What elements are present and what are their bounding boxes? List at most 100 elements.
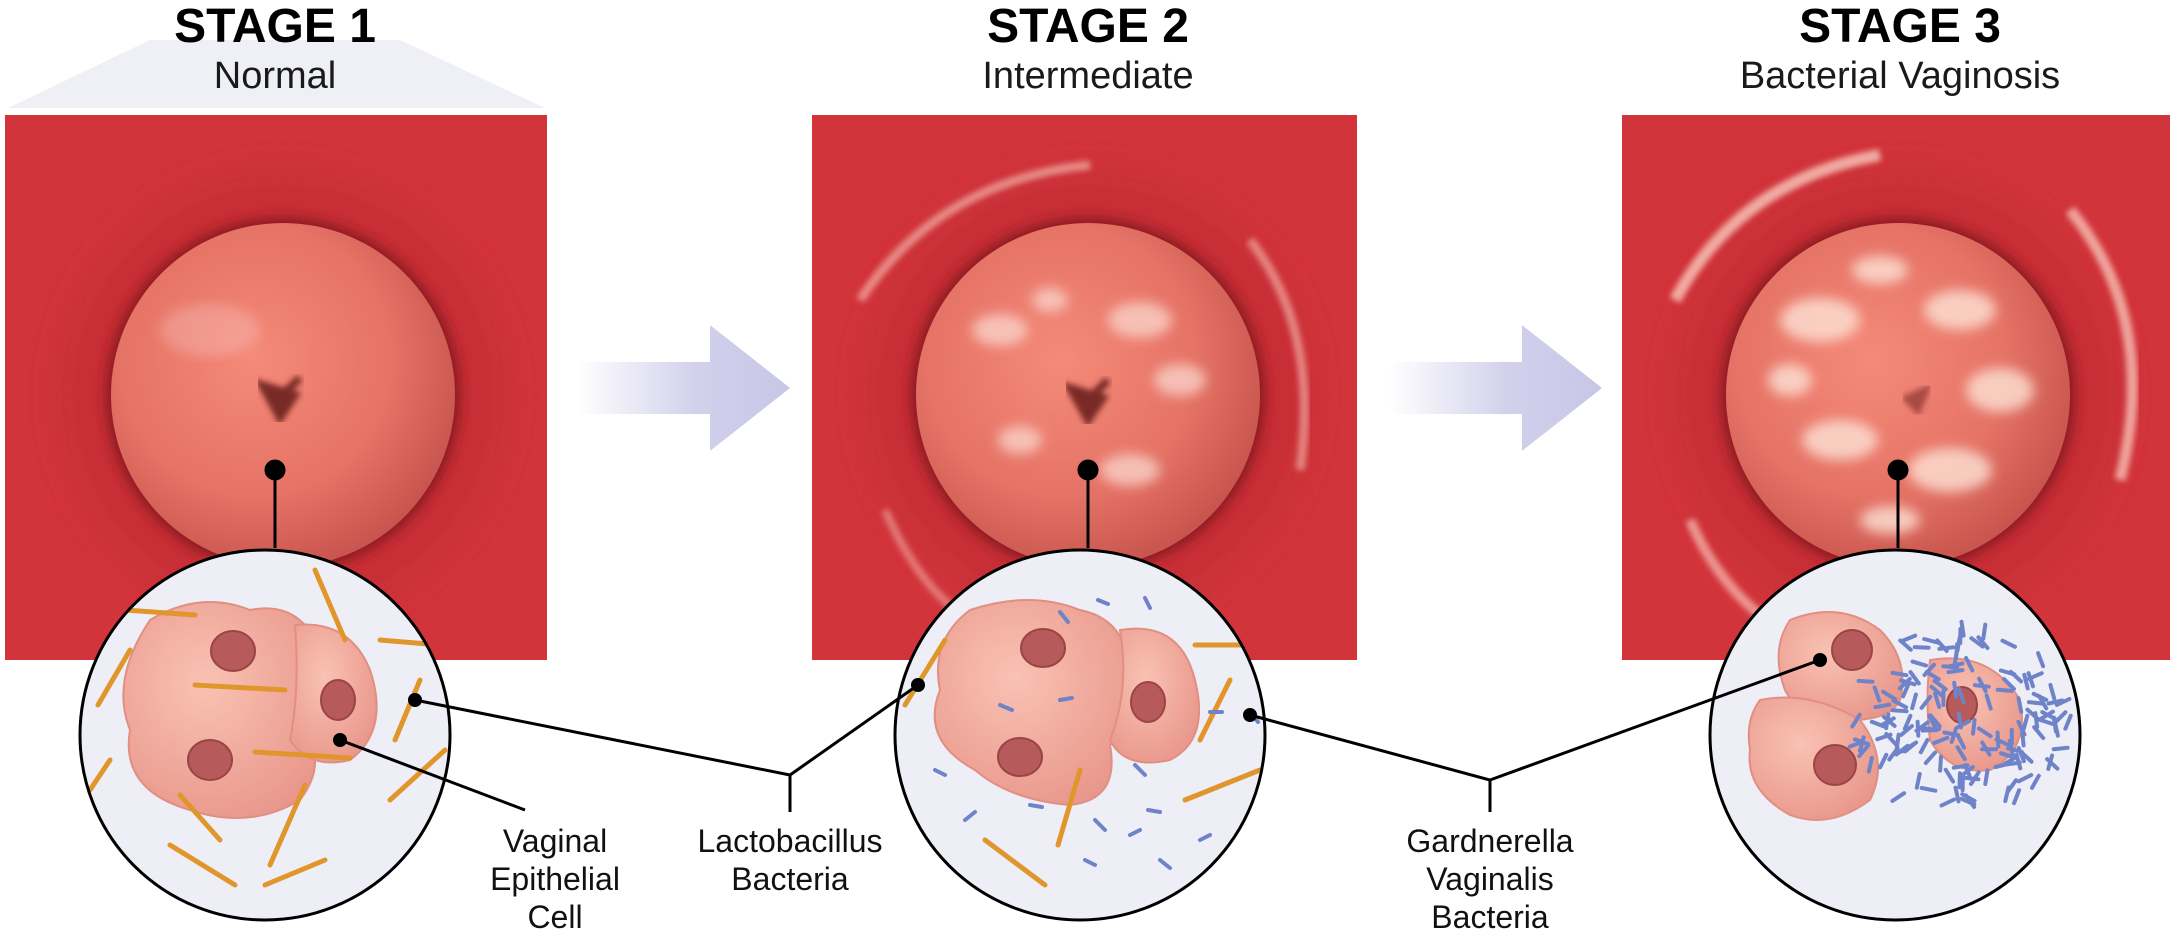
cell-nucleus [997,737,1043,777]
gardnerella-rod [1938,754,1943,773]
gardnerella-rod [1976,726,1993,739]
cell-nucleus [1130,681,1166,723]
progression-arrow-1 [578,325,790,451]
label-lactobacillus-bacteria: Lactobacillus Bacteria [698,823,883,897]
gardnerella-rod [2022,672,2030,691]
svg-text:Vaginal: Vaginal [503,823,607,859]
gardnerella-rod [2021,713,2030,732]
svg-text:Bacteria: Bacteria [731,861,849,897]
gardnerella-rod [1964,656,1975,673]
gardnerella-rod [1980,740,1992,757]
gardnerella-rod [1946,668,1965,675]
gardnerella-rod [1932,735,1950,745]
cervical-os [1900,383,1933,417]
gardnerella-rod [2036,651,2046,669]
gardnerella-rod [1872,685,1882,703]
gardnerella-rod [1971,717,1977,736]
gardnerella-rod [2003,785,2011,804]
epithelial-cell [122,601,328,819]
svg-text:Cell: Cell [527,899,582,935]
gardnerella-rod [1969,636,1985,649]
gardnerella-rod [1977,676,1988,693]
stage-2-subtitle: Intermediate [982,55,1193,97]
gardnerella-rod [1908,670,1921,686]
gardnerella-rod [1952,680,1959,699]
gardnerella-rod [1912,645,1931,650]
gardnerella-rod [1894,743,1910,757]
gardnerella-rod [1942,730,1961,738]
svg-text:Vaginalis: Vaginalis [1426,861,1553,897]
zoom-connectors [264,459,1909,548]
gardnerella-rod [2045,757,2060,771]
gardnerella-rod [1900,633,1918,643]
gardnerella-rod [1957,686,1966,705]
gardnerella-rod [1852,737,1871,747]
gardnerella-rod [1923,727,1942,733]
gardnerella-rod [1981,622,1988,641]
cell-nucleus [187,739,233,781]
gardnerella-rod [2026,700,2045,706]
cell-nucleus [1831,629,1873,671]
svg-text:Lactobacillus: Lactobacillus [698,823,883,859]
gardnerella-rod [1915,719,1921,738]
gardnerella-rod [1919,694,1933,710]
gardnerella-rod [1910,659,1928,668]
gardnerella-rod [1857,743,1871,759]
stage-1-zoom-view [78,548,452,922]
gardnerella-rod [2033,711,2040,729]
gardnerella-rod [1954,719,1972,730]
gardnerella-rod [1953,785,1961,804]
gardnerella-rod [2031,691,2049,702]
stage-2-title: STAGE 2 [987,0,1189,53]
stage-3-zoom-view [1708,548,2082,922]
gardnerella-rod [1873,702,1892,710]
gardnerella-rod [1922,662,1936,677]
gardnerella-rod [2051,745,2070,752]
gardnerella-rod [1955,733,1967,750]
gardnerella-rod [1856,678,1875,684]
gardnerella-rod [1878,752,1889,770]
gardnerella-rod [1922,637,1940,645]
gardnerella-rod [1894,732,1901,751]
gardnerella-rod [1993,761,2012,769]
gardnerella-rod [2030,773,2041,790]
gardnerella-rod [2052,720,2060,738]
gardnerella-rod [1941,664,1960,670]
gardnerella-rod [1891,698,1909,710]
gardnerella-rod [1866,755,1874,774]
gardnerella-rod [1937,645,1956,651]
cell-nucleus [320,679,356,721]
gardnerella-rod [2053,710,2068,725]
stage-1-tissue-panel [5,115,547,660]
gardnerella-rod [1994,737,2012,748]
gardnerella-rod [2063,713,2073,731]
stage-2-tissue-panel [812,115,1357,660]
gardnerella-rod [1901,681,1911,699]
gardnerella-rod [2014,752,2023,771]
stage-1-subtitle: Normal [214,55,336,97]
gardnerella-rod [2027,671,2044,681]
cervical-os [253,375,303,426]
gardnerella-rod [2046,698,2065,706]
lactobacillus-bacteria [87,567,448,888]
gardnerella-rod [2016,696,2024,714]
gardnerella-rod [2048,682,2057,701]
header-backdrop [8,40,545,108]
gardnerella-rod [1939,797,1957,808]
gardnerella-rod [1943,767,1956,784]
gardnerella-rod [1890,708,1909,714]
gardnerella-rod [1890,670,1909,678]
gardnerella-rod [1998,751,2017,760]
cell-nucleus [210,630,256,672]
gardnerella-rod [1899,724,1914,737]
gardnerella-rod [1998,668,2017,677]
gardnerella-rod [2016,773,2034,784]
gardnerella-rod [1929,684,1945,698]
gardnerella-rod [1919,786,1938,793]
gardnerella-rod [2002,677,2016,691]
gardnerella-rod [1955,745,1967,762]
gardnerella-rod [1875,732,1893,742]
callout-dots [333,653,1827,747]
svg-text:Epithelial: Epithelial [490,861,620,897]
